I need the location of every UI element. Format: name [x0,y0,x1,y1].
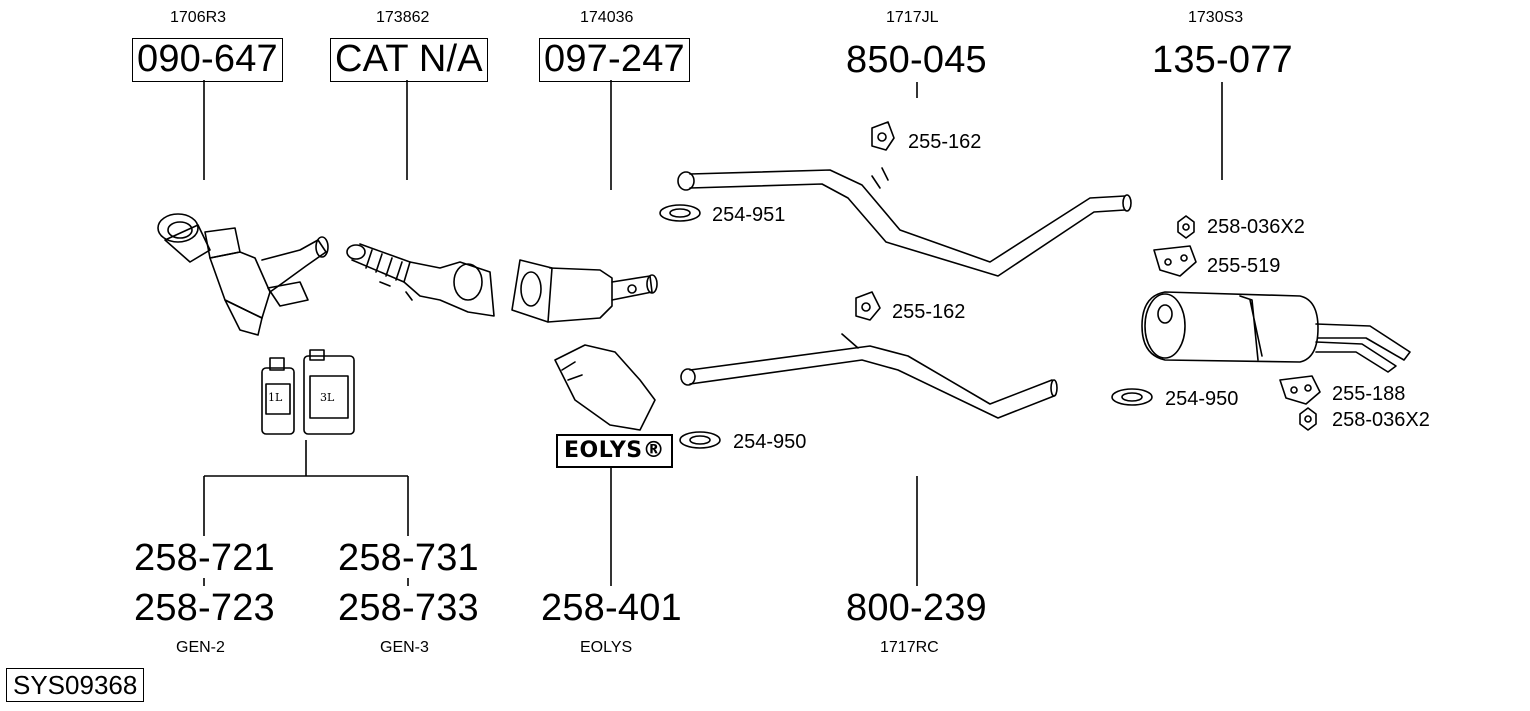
eolys-bag-drawing [554,344,656,431]
part-top-5[interactable]: 135-077 [1152,39,1293,81]
clamp-icon [659,204,701,222]
ref-bottom-3: EOLYS [580,639,633,656]
manifold-catalyst-drawing [157,213,329,336]
hanger-icon [871,121,895,151]
flex-pipe-catalyst-drawing [346,243,495,317]
fluid-label-large: 3L [320,391,335,404]
fitting-label-1[interactable]: 255-162 [908,131,982,153]
part-top-3[interactable]: 097-247 [539,38,690,82]
intermediate-pipe-upper-drawing [677,167,1132,277]
ref-bottom-4: 1717RC [880,639,939,656]
eolys-logo: EOLYS® [556,434,674,468]
bracket-icon [1279,375,1321,405]
ref-top-5: 1730S3 [1188,9,1244,26]
ref-top-2: 173862 [376,9,430,26]
part-bottom-2a[interactable]: 258-731 [338,537,479,579]
rear-silencer-drawing [1141,291,1411,373]
fitting-label-3[interactable]: 255-162 [892,301,966,323]
clamp-icon [1111,388,1153,406]
nut-icon [1177,215,1195,239]
fitting-label-4[interactable]: 254-950 [733,431,807,453]
part-bottom-1a[interactable]: 258-721 [134,537,275,579]
part-top-2[interactable]: CAT N/A [330,38,488,82]
fluid-label-small: 1L [268,391,283,404]
bracket-icon [1153,245,1197,277]
part-bottom-1b[interactable]: 258-723 [134,587,275,629]
ref-top-1: 1706R3 [170,9,227,26]
part-top-4[interactable]: 850-045 [846,39,987,81]
intermediate-pipe-lower-drawing [680,333,1058,419]
fitting-label-7[interactable]: 254-950 [1165,388,1239,410]
ref-top-4: 1717JL [886,9,939,26]
part-top-1[interactable]: 090-647 [132,38,283,82]
part-bottom-2b[interactable]: 258-733 [338,587,479,629]
fitting-label-2[interactable]: 254-951 [712,204,786,226]
ref-top-3: 174036 [580,9,634,26]
system-id: SYS09368 [6,668,145,702]
clamp-icon [679,431,721,449]
nut-icon [1299,407,1317,431]
ref-bottom-2: GEN-3 [380,639,429,656]
particulate-filter-drawing [511,259,658,323]
fitting-label-5[interactable]: 258-036X2 [1207,216,1305,238]
fitting-label-9[interactable]: 258-036X2 [1332,409,1430,431]
fitting-label-8[interactable]: 255-188 [1332,383,1406,405]
hanger-icon [855,291,881,321]
part-bottom-3[interactable]: 258-401 [541,587,682,629]
part-bottom-4[interactable]: 800-239 [846,587,987,629]
ref-bottom-1: GEN-2 [176,639,225,656]
fitting-label-6[interactable]: 255-519 [1207,255,1281,277]
fluid-bottles-drawing [261,349,355,435]
